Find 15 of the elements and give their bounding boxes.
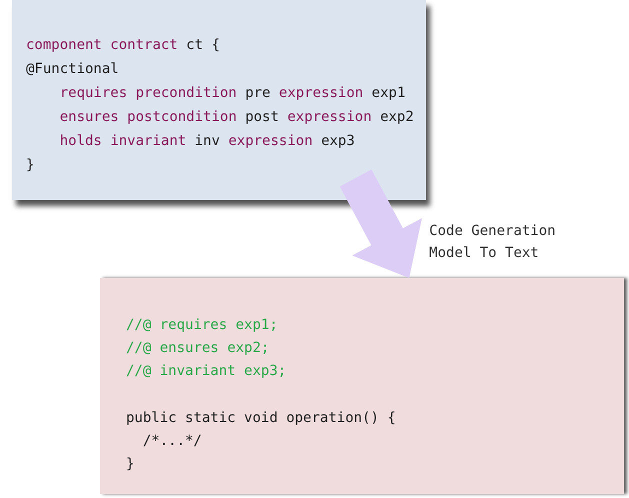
code-line: //@ invariant exp3; xyxy=(126,362,286,380)
code-panel xyxy=(12,0,426,200)
code-line: } xyxy=(26,156,34,174)
code-line: //@ ensures exp2; xyxy=(126,339,270,357)
code-line: //@ requires exp1; xyxy=(126,316,278,334)
code-line: @Functional xyxy=(26,60,119,78)
code-line: requires precondition pre expression exp1 xyxy=(60,84,406,102)
code-panel xyxy=(100,278,624,494)
code-line: } xyxy=(126,455,134,473)
code-line: holds invariant inv expression exp3 xyxy=(60,132,355,150)
code-line: public static void operation() { xyxy=(126,409,396,427)
code-line: component contract ct { xyxy=(26,36,220,54)
code-line: ensures postcondition post expression exp2 xyxy=(60,108,414,126)
code-line: /*...*/ xyxy=(142,432,202,450)
block-arrow xyxy=(340,170,422,278)
